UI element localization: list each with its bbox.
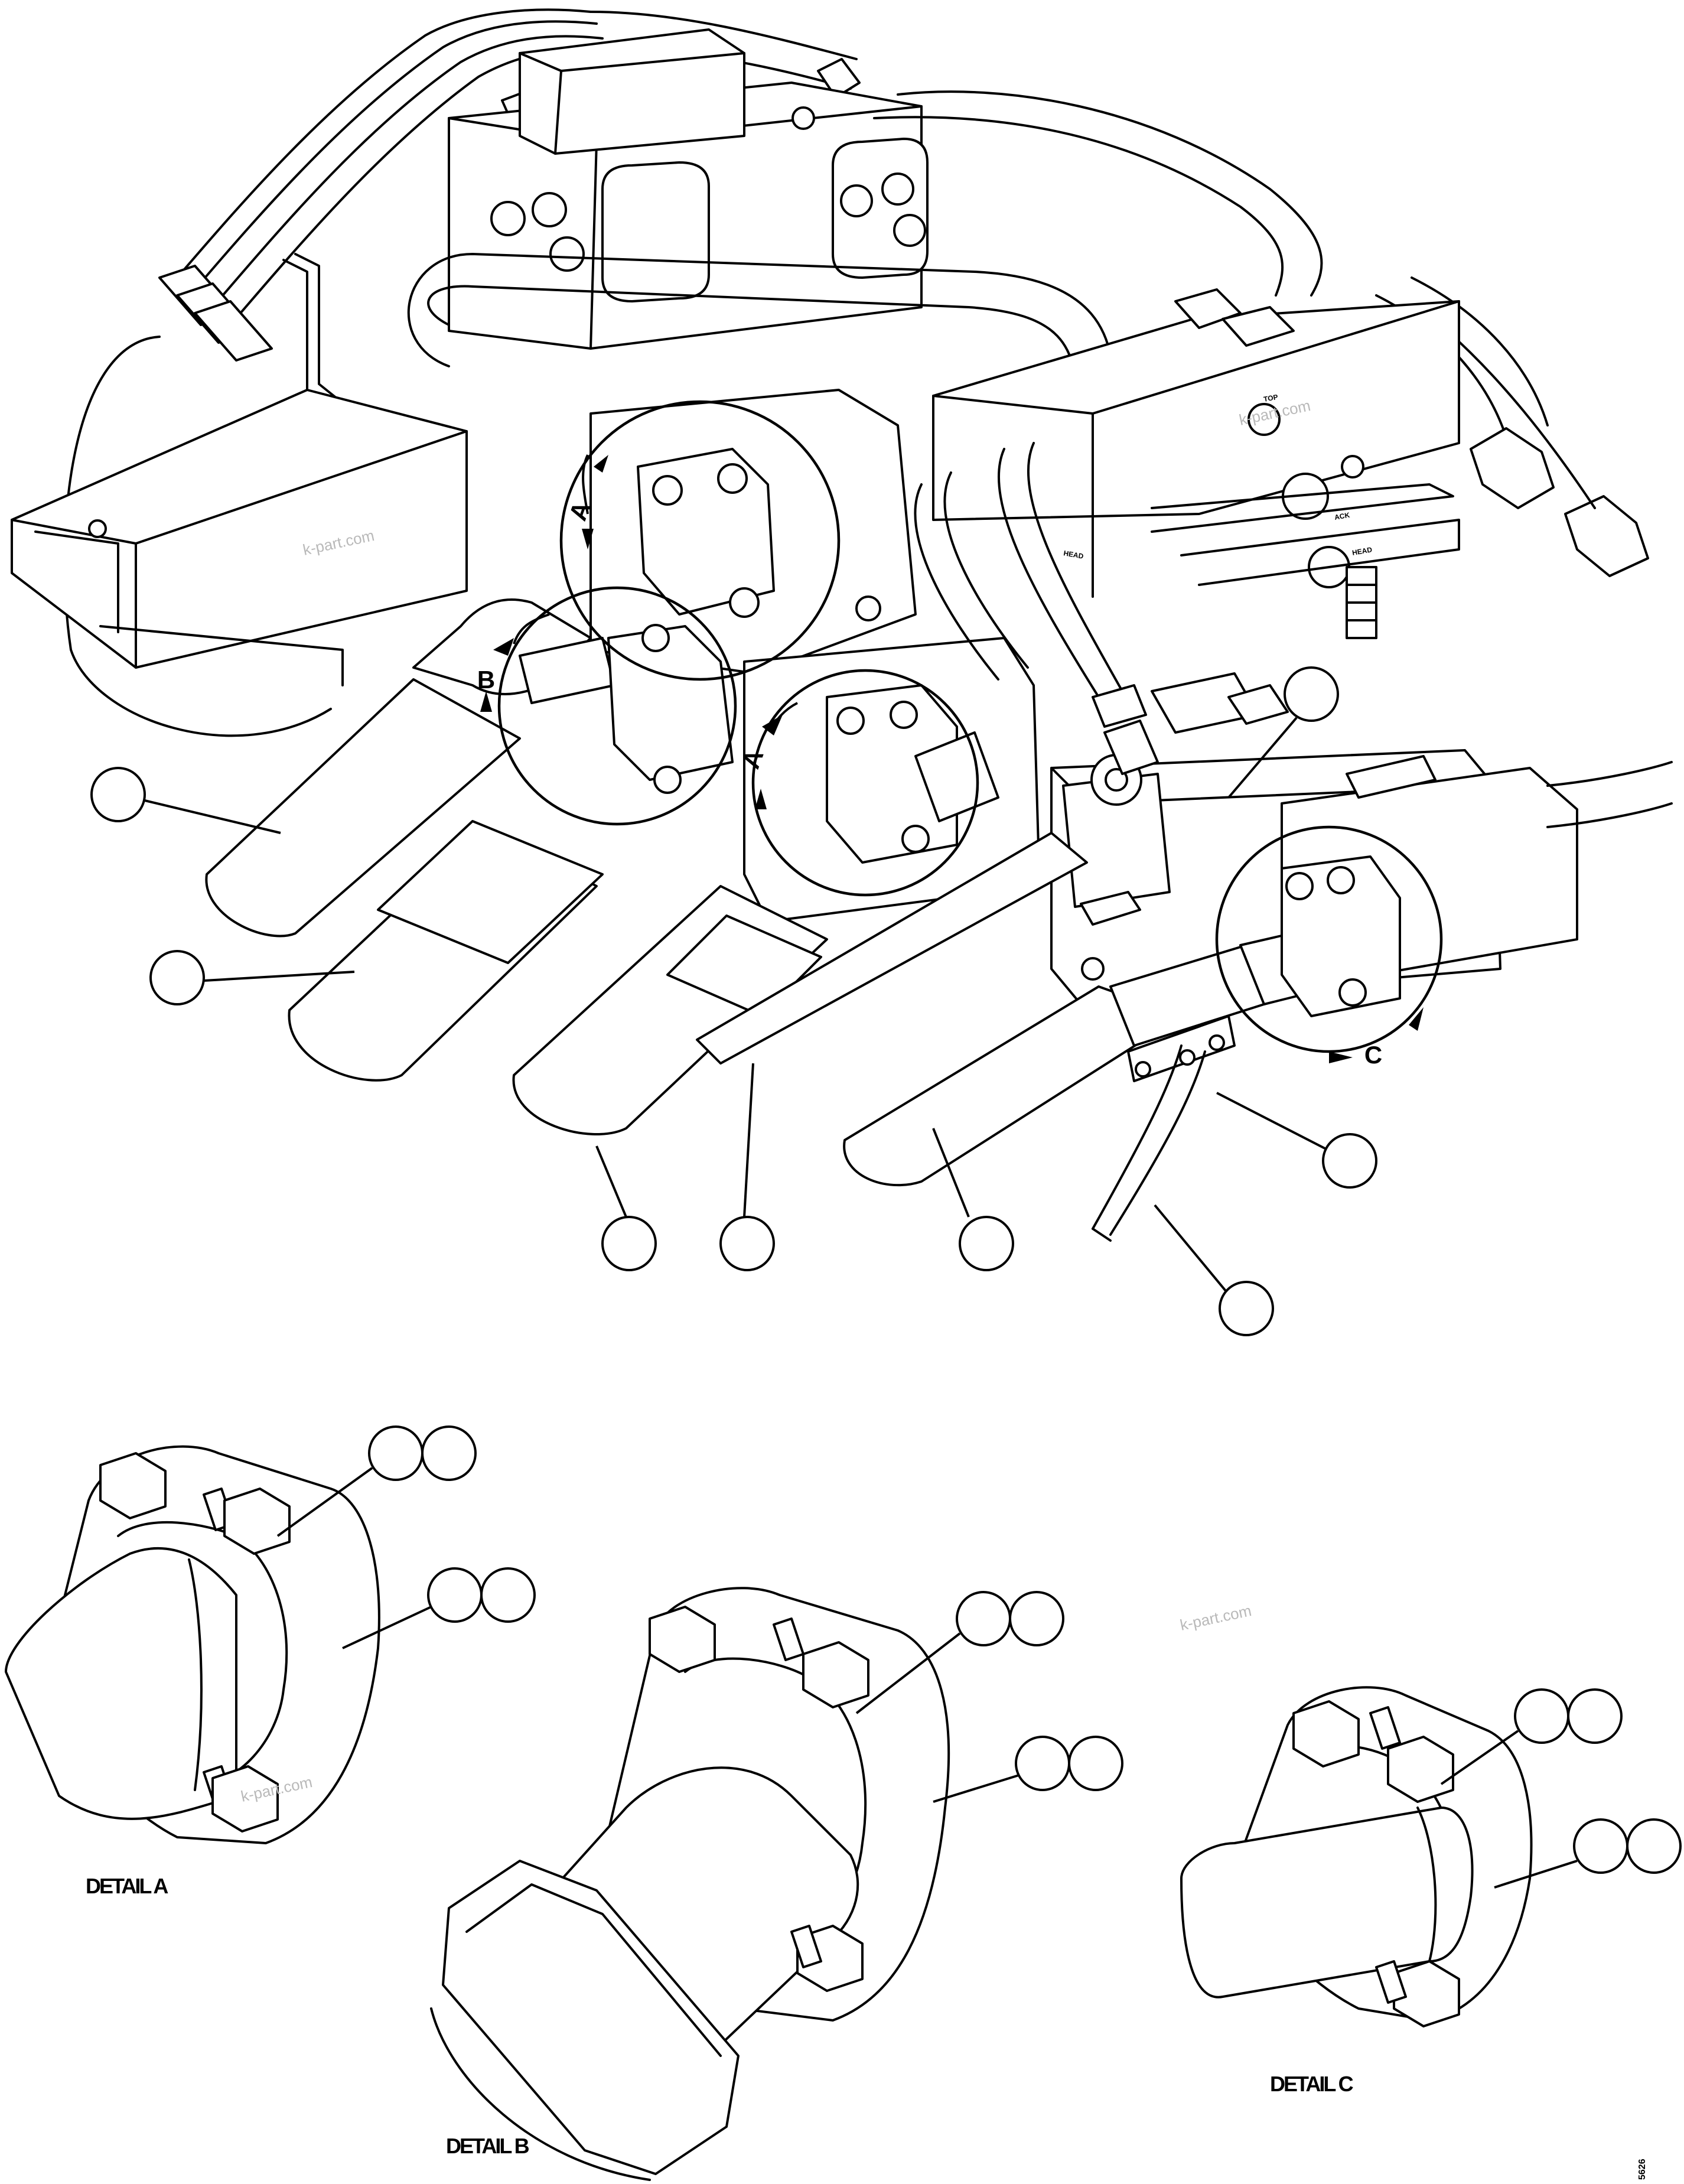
callout-bubble (959, 1216, 1014, 1271)
callout-bubble (368, 1425, 424, 1481)
callouts-main (90, 666, 1377, 1336)
label-top: TOP (1263, 393, 1279, 403)
callout-bubble (601, 1216, 657, 1271)
callout-bubble (719, 1216, 775, 1271)
middle-manifold: HEAD TOP (932, 288, 1460, 639)
detail-circle-b (497, 586, 737, 826)
callout-bubble (1068, 1736, 1123, 1791)
caption-detail-b: DETAIL B (446, 2134, 529, 2158)
callout-bubble (427, 1567, 483, 1623)
watermark: k-part.com (1178, 1602, 1253, 1634)
label-head-top: HEAD (1351, 545, 1373, 557)
callout-bubble (1567, 1688, 1623, 1744)
callout-bubble (1573, 1818, 1628, 1874)
label-head: HEAD (1063, 549, 1084, 561)
callout-bubble (480, 1567, 536, 1623)
caption-detail-a: DETAIL A (86, 1874, 168, 1898)
callout-bubble (421, 1425, 477, 1481)
callout-bubble (1322, 1133, 1377, 1189)
callout-bubble (149, 950, 205, 1005)
marker-c: C (1364, 1041, 1382, 1069)
label-ack: ACK (1334, 511, 1350, 522)
detail-circle-a-lower (751, 669, 979, 897)
main-flanges: HEAD ACK (607, 448, 1401, 1017)
callout-bubble (956, 1591, 1011, 1646)
figure-number: 5626 (1637, 2159, 1647, 2180)
left-tank (11, 336, 468, 737)
callout-bubble (1009, 1591, 1064, 1646)
large-hoses (205, 598, 1360, 1242)
detail-c: DETAIL C (1180, 1686, 1682, 2096)
detail-circles: A B A C (477, 400, 1443, 1069)
callout-bubble (1284, 666, 1339, 722)
callout-bubble (90, 767, 146, 822)
callout-bubble (1626, 1818, 1682, 1874)
marker-b: B (477, 666, 495, 694)
detail-b: DETAIL B (430, 1587, 1123, 2181)
callout-bubble (1219, 1281, 1274, 1336)
small-hoses (914, 442, 1147, 728)
arrow-a-upper (594, 455, 608, 473)
detail-circle-a-upper (559, 400, 841, 681)
top-valve-block (448, 28, 929, 350)
callout-bubble (1514, 1688, 1569, 1744)
caption-detail-c: DETAIL C (1270, 2072, 1354, 2096)
callout-bubble (1015, 1736, 1070, 1791)
detail-a: DETAIL A (5, 1425, 536, 1898)
